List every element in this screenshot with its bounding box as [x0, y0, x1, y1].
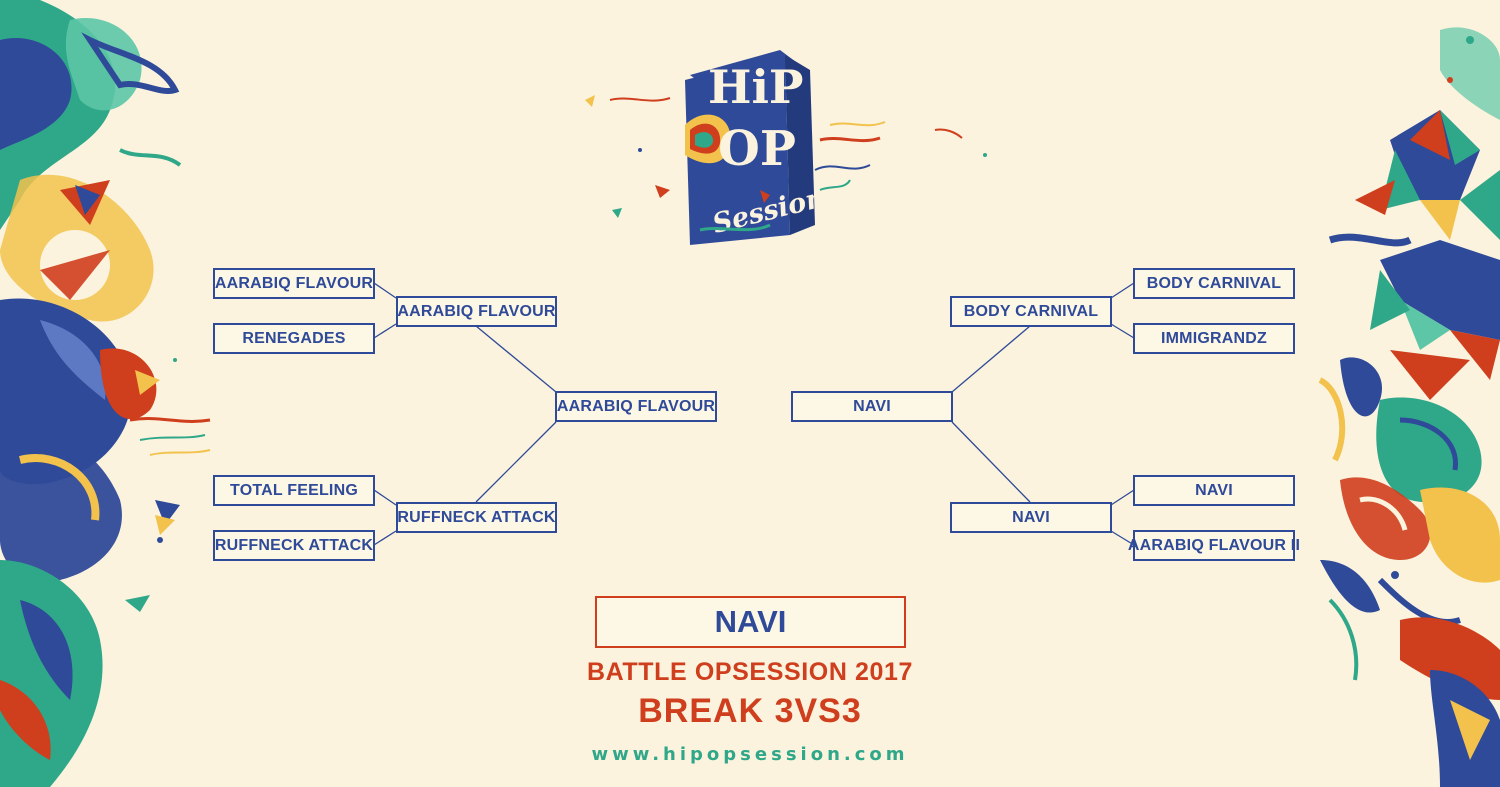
champion-name: NAVI: [714, 604, 787, 639]
right-round1-team-3: NAVI: [1133, 475, 1295, 506]
hip-op-session-logo: HiP OP Session: [685, 50, 828, 245]
left-round1-team-3: TOTAL FEELING: [213, 475, 375, 506]
right-round1-team-1: BODY CARNIVAL: [1133, 268, 1295, 299]
event-title: BATTLE OPSESSION 2017: [586, 658, 914, 686]
left-semifinal-team: AARABIQ FLAVOUR: [555, 391, 717, 422]
logo-confetti: [585, 95, 987, 218]
right-round2-team-1: BODY CARNIVAL: [950, 296, 1112, 327]
right-artwork: [1318, 27, 1500, 787]
left-round2-team-1: AARABIQ FLAVOUR: [396, 296, 557, 327]
logo-line-1: HiP: [708, 60, 804, 114]
right-round2-team-2: NAVI: [950, 502, 1112, 533]
right-round1-team-2: IMMIGRANDZ: [1133, 323, 1295, 354]
logo-line-2: OP: [718, 121, 796, 177]
left-round2-team-2: RUFFNECK ATTACK: [396, 502, 557, 533]
website-link[interactable]: www.hipopsession.com: [591, 744, 909, 765]
right-semifinal-team: NAVI: [791, 391, 953, 422]
event-subtitle: BREAK 3VS3: [638, 692, 862, 730]
left-round1-team-4: RUFFNECK ATTACK: [213, 530, 375, 561]
left-round1-team-1: AARABIQ FLAVOUR: [213, 268, 375, 299]
right-round1-team-4: AARABIQ FLAVOUR II: [1128, 530, 1300, 561]
left-round1-team-2: RENEGADES: [213, 323, 375, 354]
left-artwork: [0, 0, 211, 787]
champion-box: NAVI: [595, 596, 906, 648]
